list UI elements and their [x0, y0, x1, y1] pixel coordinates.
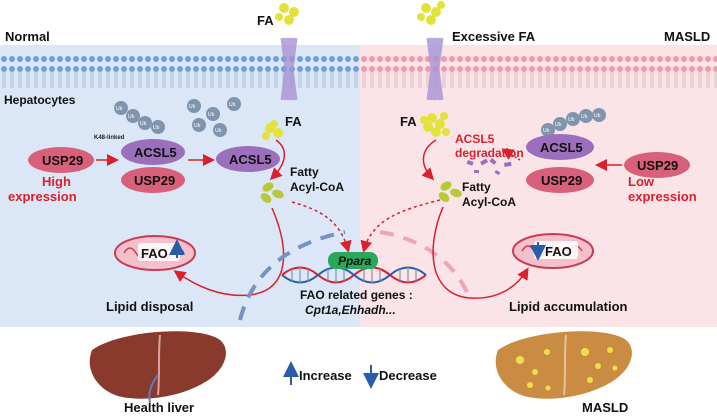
ub-label: Ub [555, 122, 562, 128]
ub-icon [541, 123, 555, 137]
right-usp29-bound-node [526, 167, 594, 193]
acsl5-fragments [466, 158, 512, 176]
acsl5-free-label: ACSL5 [229, 152, 272, 167]
degradation-label: degradation [455, 146, 524, 160]
normal-title: Normal [5, 29, 50, 44]
ub-label: Ub [543, 128, 550, 134]
right-fa-channel [426, 37, 444, 101]
right-acsl5-node [526, 134, 594, 160]
ub-icon [187, 99, 201, 113]
low-expression-label: expression [628, 189, 697, 204]
ppara-label: Ppara [338, 254, 372, 268]
decrease-label: Decrease [379, 368, 437, 383]
right-fa-to-acyl-arrow [421, 139, 437, 181]
right-acsl5-label: ACSL5 [540, 140, 583, 155]
masld-liver-label: MASLD [582, 400, 628, 415]
ub-label: Ub [581, 114, 588, 120]
usp29-bound-label: USP29 [134, 173, 175, 188]
ub-icon [138, 116, 152, 130]
left-acyl-to-ppara-arrow [291, 201, 352, 253]
usp29-bound-node [121, 167, 185, 193]
normal-membrane [0, 56, 360, 88]
right-acyl-coa-icon [438, 181, 462, 202]
ub-label: Ub [189, 104, 196, 110]
low-label: Low [628, 174, 655, 189]
left-acyl-coa-icon [260, 182, 284, 203]
left-acylcoa-label: Acyl-CoA [290, 180, 344, 194]
right-fa-label: FA [400, 114, 417, 129]
masld-liver-icon [495, 331, 632, 399]
ub-label: Ub [568, 117, 575, 123]
ub-label: Ub [140, 121, 147, 127]
ub-label: Ub [116, 106, 123, 112]
right-usp29-node [624, 152, 690, 178]
ub-label: Ub [128, 114, 135, 120]
ub-icon [151, 120, 165, 134]
ub-label: Ub [594, 113, 601, 119]
masld-membrane [360, 56, 717, 88]
ub-icon [126, 109, 140, 123]
ppara-node [328, 252, 378, 269]
degradation-arrow [501, 148, 521, 161]
left-fa-channel [280, 37, 298, 101]
right-ub-chain: Ub Ub Ub Ub Ub [541, 108, 606, 137]
left-fatty-label: Fatty [290, 165, 319, 179]
left-fa-droplets [262, 120, 283, 140]
ub-icon [553, 117, 567, 131]
right-acyl-to-fao-arrow [432, 206, 529, 299]
left-fa-to-acyl-arrow [269, 139, 286, 181]
fao-genes-label: FAO related genes : [300, 288, 413, 302]
hepatocytes-label: Hepatocytes [4, 93, 76, 107]
left-dashed-arc [238, 230, 346, 321]
right-fa-droplets [420, 112, 450, 137]
lipid-accumulation-label: Lipid accumulation [509, 299, 628, 314]
masld-title: MASLD [664, 29, 710, 44]
k48-label: K48-linked [94, 135, 125, 141]
left-fa-top-cluster [275, 3, 299, 25]
left-fao-label: FAO [141, 246, 168, 261]
right-dashed-arc [379, 230, 472, 301]
healthy-liver-icon [89, 331, 226, 403]
fa-top-label: FA [257, 13, 274, 28]
acsl5-bound-node [121, 139, 185, 165]
ub-icon [206, 107, 220, 121]
right-fa-top-cluster [417, 1, 445, 25]
right-acylcoa-label: Acyl-CoA [462, 195, 516, 209]
ub-icon [213, 123, 227, 137]
usp29-node [28, 147, 94, 173]
right-usp29-label: USP29 [637, 158, 678, 173]
healthy-liver-label: Health liver [124, 400, 194, 415]
ub-icon [114, 101, 128, 115]
ub-icon [566, 112, 580, 126]
ub-label: Ub [153, 125, 160, 131]
left-fa-label: FA [285, 114, 302, 129]
increase-label: Increase [299, 368, 352, 383]
acsl5-free-node [216, 146, 280, 172]
high-label: High [42, 174, 71, 189]
left-free-ub-cluster: Ub Ub Ub Ub Ub [187, 97, 241, 137]
ub-icon [592, 108, 606, 122]
fao-genes-list: Cpt1a,Ehhadh... [305, 303, 396, 317]
ub-label: Ub [208, 112, 215, 118]
lipid-disposal-label: Lipid disposal [106, 299, 193, 314]
dna-helix [281, 266, 427, 284]
ub-icon [192, 118, 206, 132]
right-fao-label: FAO [545, 244, 572, 259]
acsl5-deg-label: ACSL5 [455, 132, 495, 146]
right-usp29-bound-label: USP29 [541, 173, 582, 188]
acsl5-bound-label: ACSL5 [134, 145, 177, 160]
ub-icon [579, 109, 593, 123]
ub-label: Ub [229, 102, 236, 108]
left-ub-chain: Ub Ub Ub Ub [114, 101, 165, 134]
ub-icon [227, 97, 241, 111]
expression-label: expression [8, 189, 77, 204]
ub-label: Ub [215, 128, 222, 134]
right-fatty-label: Fatty [462, 180, 491, 194]
usp29-label: USP29 [42, 153, 83, 168]
right-acyl-to-ppara-arrow [360, 199, 441, 253]
excessive-fa-label: Excessive FA [452, 29, 536, 44]
ub-label: Ub [194, 123, 201, 129]
